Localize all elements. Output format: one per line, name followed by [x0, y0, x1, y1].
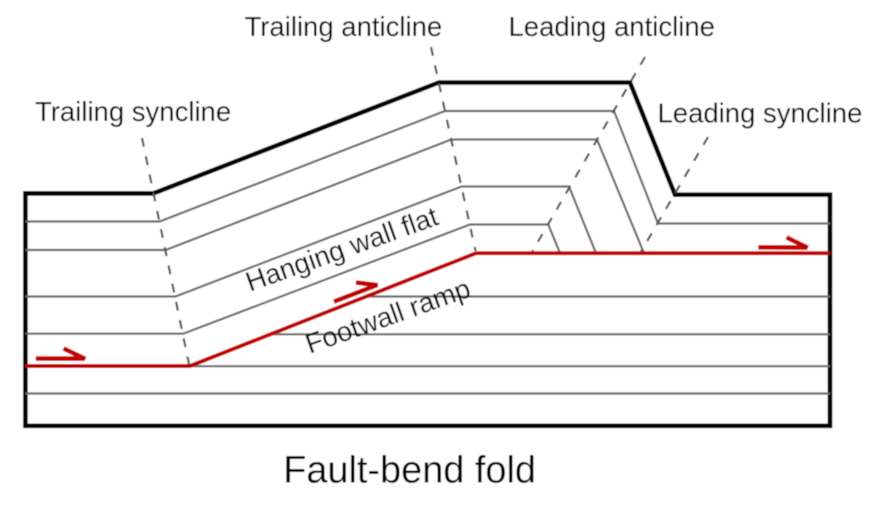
svg-text:Leading anticline: Leading anticline [509, 11, 715, 42]
svg-text:Trailing anticline: Trailing anticline [245, 11, 443, 42]
svg-text:Fault-bend fold: Fault-bend fold [283, 450, 536, 492]
svg-text:Trailing syncline: Trailing syncline [35, 96, 231, 127]
svg-text:Leading syncline: Leading syncline [658, 97, 863, 128]
